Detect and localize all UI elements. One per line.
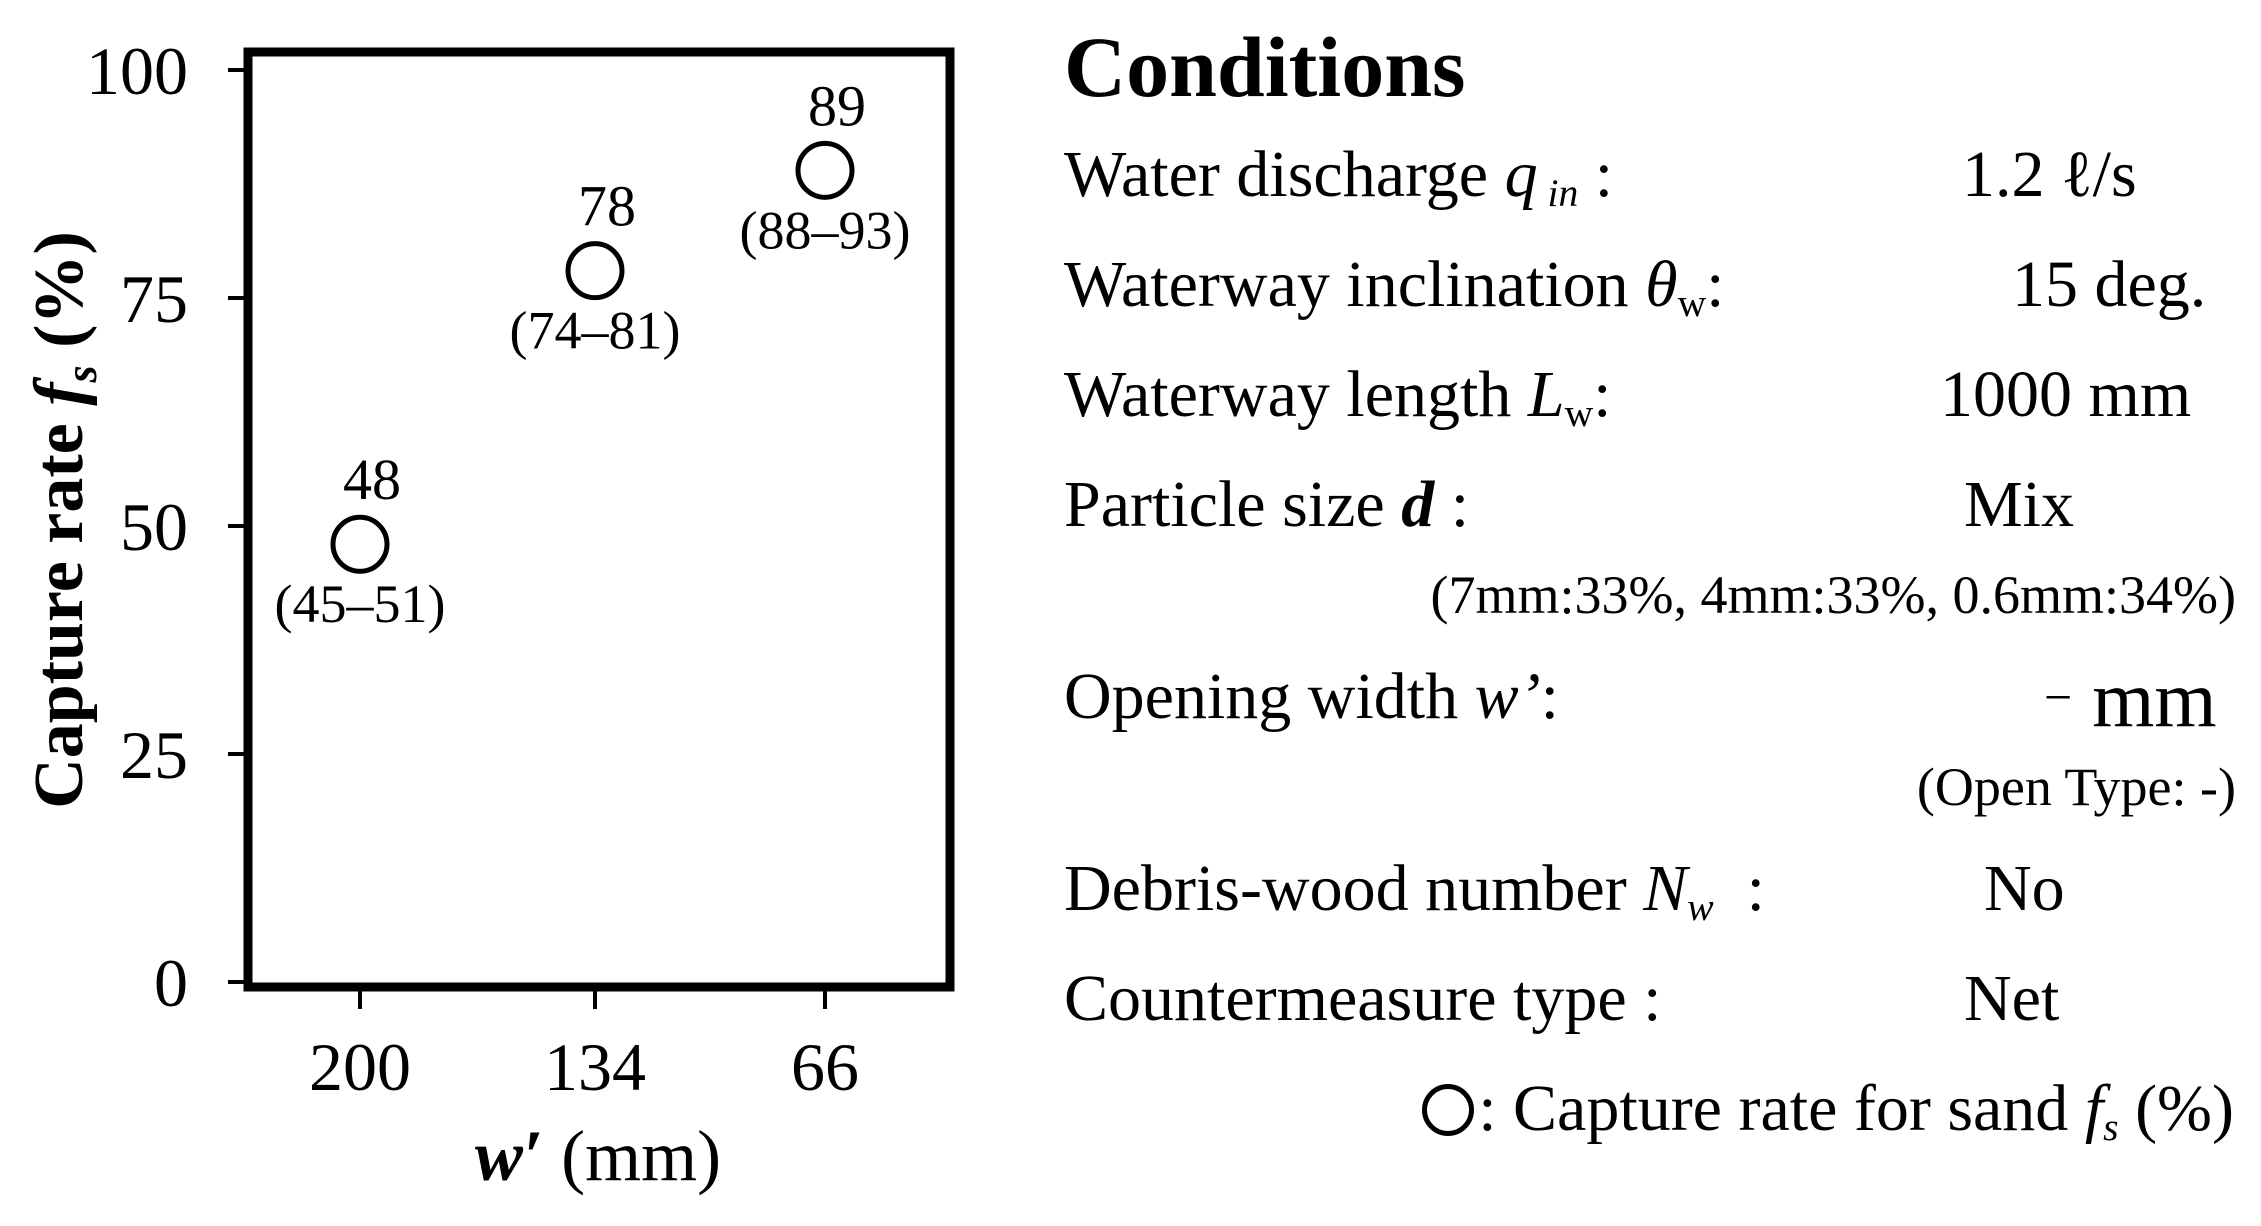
- y-tick-label: 50: [120, 489, 188, 565]
- x-tick-label: 200: [309, 1029, 411, 1105]
- opening-width-value: − mm: [2044, 656, 2217, 744]
- conditions-title: Conditions: [1064, 19, 1466, 115]
- countermeasure-row: Countermeasure type : Net: [1064, 944, 2244, 1054]
- countermeasure-value: Net: [1964, 962, 2060, 1035]
- legend: : Capture rate for sand fs (%): [1064, 1054, 2244, 1164]
- water-discharge-row: Water discharge q in : 1.2 ℓ/s: [1064, 120, 2244, 230]
- debris-wood-row: Debris-wood number Nw : No: [1064, 834, 2244, 944]
- data-range-label: (88–93): [740, 200, 911, 260]
- data-range-label: (74–81): [510, 301, 681, 361]
- opening-width-row: Opening width w’: − mm: [1064, 642, 2244, 752]
- conditions-panel: Conditions Water discharge q in : 1.2 ℓ/…: [1064, 22, 2244, 1164]
- waterway-length-value: 1000 mm: [1940, 358, 2192, 431]
- particle-size-note: (7mm:33%, 4mm:33%, 0.6mm:34%): [1430, 565, 2236, 625]
- capture-rate-chart: 0 25 50 75 100 200 134 66 48 (45–51) 78 (74–81) 89…: [21, 33, 955, 1196]
- data-range-label: (45–51): [275, 574, 446, 634]
- data-value-label: 78: [578, 174, 636, 239]
- data-points: 48 (45–51) 78 (74–81) 89 (88–93): [275, 73, 911, 634]
- data-point-circle: [565, 241, 625, 301]
- x-axis: 200 134 66: [309, 987, 859, 1105]
- y-axis: 0 25 50 75 100: [86, 33, 248, 1021]
- opening-width-note: (Open Type: -): [1916, 757, 2236, 817]
- y-tick-label: 0: [154, 945, 188, 1021]
- data-value-label: 48: [343, 447, 401, 512]
- plot-frame: [243, 47, 955, 992]
- y-axis-label: Capture rate fs (%): [21, 231, 106, 809]
- data-value-label: 89: [808, 73, 866, 138]
- particle-size-value: Mix: [1964, 468, 2075, 541]
- waterway-length-row: Waterway length Lw: 1000 mm: [1064, 340, 2244, 450]
- debris-wood-value: No: [1984, 852, 2065, 925]
- waterway-inclination-value: 15 deg.: [2012, 248, 2207, 321]
- y-tick-label: 100: [86, 33, 188, 109]
- data-point-circle: [330, 514, 390, 574]
- x-axis-label: w′ (mm): [475, 1116, 721, 1196]
- x-tick-label: 66: [791, 1029, 859, 1105]
- y-tick-label: 25: [120, 717, 188, 793]
- waterway-inclination-row: Waterway inclination θw: 15 deg.: [1064, 230, 2244, 340]
- legend-circle-icon: [1422, 1084, 1475, 1136]
- x-tick-label: 134: [544, 1029, 646, 1105]
- y-tick-label: 75: [120, 261, 188, 337]
- water-discharge-value: 1.2 ℓ/s: [1962, 138, 2137, 211]
- data-point-circle: [795, 140, 855, 200]
- particle-size-row: Particle size d : Mix: [1064, 450, 2244, 560]
